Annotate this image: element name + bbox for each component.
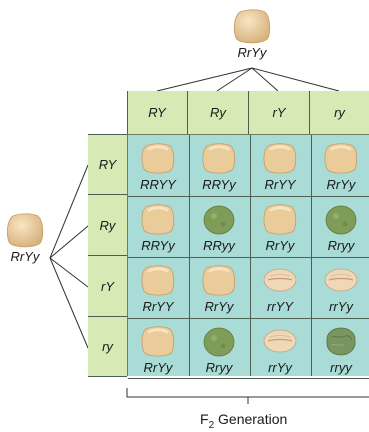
cell-genotype: RrYY — [142, 299, 174, 314]
gamete-header-col-4: ry — [334, 105, 345, 120]
wrinkled-yellow-pea-icon — [324, 268, 358, 292]
gamete-header-col-3: rY — [272, 105, 286, 120]
round-yellow-pea-icon — [263, 143, 297, 174]
round-green-pea-icon — [203, 327, 235, 357]
cell-genotype: rryy — [330, 360, 352, 375]
punnett-cell: Rryy — [311, 196, 369, 257]
punnett-cell: RrYy — [311, 135, 369, 196]
wrinkled-yellow-pea-icon — [263, 268, 297, 292]
cell-genotype: RrYy — [204, 299, 234, 314]
round-yellow-pea-icon — [263, 204, 297, 235]
punnett-cell: RRyy — [189, 196, 249, 257]
punnett-cell: RrYy — [189, 257, 249, 318]
wrinkled-yellow-pea-icon — [263, 329, 297, 353]
punnett-cell: RRYy — [128, 196, 188, 257]
round-yellow-pea-icon — [324, 143, 358, 174]
cell-genotype: rrYy — [329, 299, 353, 314]
round-yellow-pea-icon — [141, 265, 175, 296]
cell-genotype: Rryy — [327, 238, 355, 253]
cell-genotype: RRYy — [141, 238, 175, 253]
cell-genotype: RrYy — [265, 238, 295, 253]
punnett-cell: RRYY — [128, 135, 188, 196]
cell-genotype: RRYy — [202, 177, 236, 192]
punnett-cell: RrYY — [250, 135, 310, 196]
gamete-header-column: RY Ry rY ry — [88, 134, 128, 377]
parent-top: RrYy — [222, 8, 282, 59]
round-yellow-pea-icon — [141, 204, 175, 235]
punnett-cell: rrYy — [250, 318, 310, 379]
punnett-cell: rrYY — [250, 257, 310, 318]
punnett-cell: RrYY — [128, 257, 188, 318]
parent-left-genotype: RrYy — [10, 249, 40, 264]
punnett-cell: RRYy — [189, 135, 249, 196]
cell-genotype: Rryy — [205, 360, 233, 375]
cell-genotype: rrYY — [267, 299, 293, 314]
gamete-header-row-4: ry — [102, 339, 113, 354]
cell-genotype: RrYy — [326, 177, 356, 192]
cell-genotype: rrYy — [268, 360, 292, 375]
gamete-header-row-1: RY — [98, 156, 117, 172]
gamete-header-col-1: RY — [148, 105, 166, 120]
gamete-header-row-3: rY — [101, 278, 114, 294]
round-yellow-pea-icon — [141, 326, 175, 357]
punnett-cell: RrYy — [250, 196, 310, 257]
punnett-cell: RrYy — [128, 318, 188, 379]
gamete-header-col-2: Ry — [210, 105, 226, 120]
round-yellow-pea-icon — [6, 213, 44, 248]
cell-genotype: RrYY — [264, 177, 296, 192]
cell-genotype: RRYY — [140, 177, 176, 192]
gamete-header-row-2: Ry — [99, 217, 116, 233]
cell-genotype: RrYy — [143, 360, 173, 375]
parent-left: RrYy — [0, 212, 50, 263]
cell-genotype: RRyy — [203, 238, 235, 253]
generation-label: F2 Generation — [200, 411, 288, 431]
round-yellow-pea-icon — [202, 265, 236, 296]
round-green-pea-icon — [325, 205, 357, 235]
wrinkled-green-pea-icon — [326, 327, 356, 356]
round-yellow-pea-icon — [202, 143, 236, 174]
punnett-cell: rryy — [311, 318, 369, 379]
round-yellow-pea-icon — [141, 143, 175, 174]
punnett-cell: rrYy — [311, 257, 369, 318]
punnett-cell: Rryy — [189, 318, 249, 379]
parent-top-genotype: RrYy — [237, 45, 267, 60]
round-green-pea-icon — [203, 205, 235, 235]
gamete-header-row: RY Ry rY ry — [127, 91, 369, 135]
round-yellow-pea-icon — [233, 9, 271, 44]
